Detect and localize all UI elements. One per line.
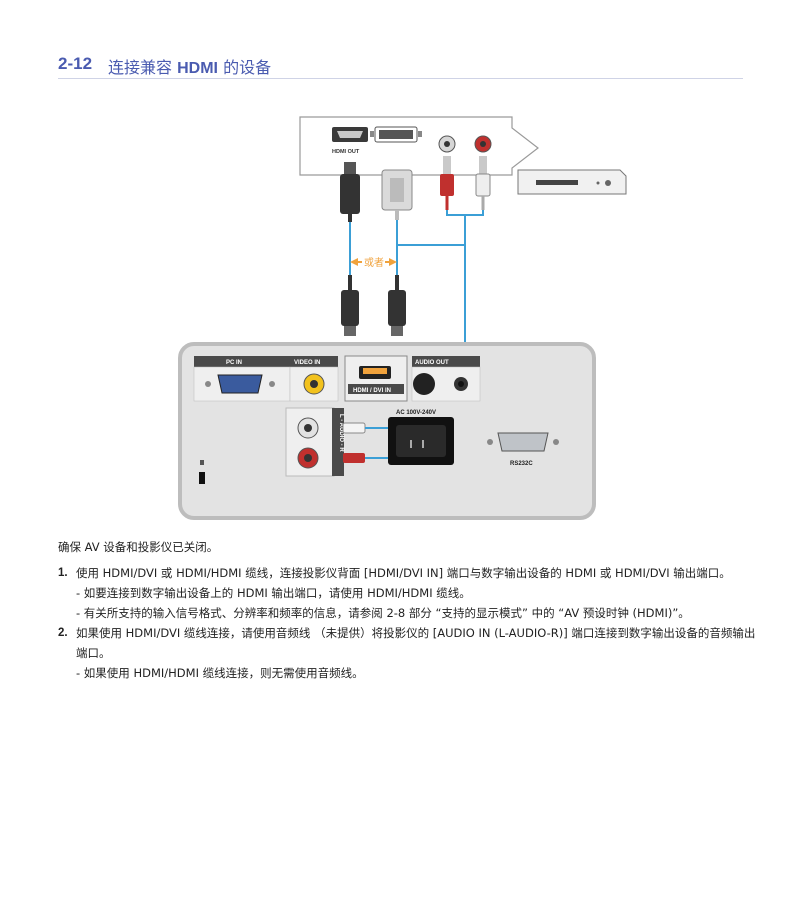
audio-plug-red xyxy=(343,453,390,463)
audio-out-knob xyxy=(413,373,435,395)
section-number: 2-12 xyxy=(58,54,93,73)
instructions: 确保 AV 设备和投影仪已关闭。 1. 使用 HDMI/DVI 或 HDMI/H… xyxy=(58,537,758,683)
rs232c-label: RS232C xyxy=(510,461,533,467)
ac-power-socket xyxy=(388,417,454,465)
intro-text: 确保 AV 设备和投影仪已关闭。 xyxy=(58,540,219,554)
svg-text:或者: 或者 xyxy=(364,257,384,269)
instruction-item-2: 2. 如果使用 HDMI/DVI 缆线连接，请使用音频线 （未提供）将投影仪的 … xyxy=(58,626,756,660)
audio-in-label: L - AUDIO - R xyxy=(338,414,344,452)
source-device-panel xyxy=(299,116,539,176)
instruction-item-1: 1. 使用 HDMI/DVI 或 HDMI/HDMI 缆线，连接投影仪背面 [H… xyxy=(58,566,731,580)
audio-in-right-port xyxy=(297,447,319,469)
hdmi-dvi-in-label: HDMI / DVI IN xyxy=(353,388,391,394)
hdmi-plug-right xyxy=(388,275,406,336)
hdmi-dvi-in-port xyxy=(359,366,391,379)
source-dvi-port xyxy=(370,126,422,143)
connection-diagram: HDMI OUT xyxy=(160,100,640,525)
source-audio-red-port xyxy=(474,135,492,153)
audio-out-label: AUDIO OUT xyxy=(415,360,449,366)
pc-in-label: PC IN xyxy=(226,360,242,366)
video-in-label: VIDEO IN xyxy=(294,360,320,366)
audio-in-left-port xyxy=(297,417,319,439)
audio-cable-white-top xyxy=(475,156,491,210)
source-hdmi-port xyxy=(332,127,368,142)
lock-slot-icon xyxy=(199,460,205,484)
source-audio-white-port xyxy=(438,135,456,153)
audio-plug-white xyxy=(342,422,390,434)
instruction-2-note-1: - 如果使用 HDMI/HDMI 缆线连接，则无需使用音频线。 xyxy=(76,666,364,680)
pc-in-vga-port xyxy=(205,374,275,394)
or-label: 或者 xyxy=(350,257,397,269)
section-title: 连接兼容 HDMI 的设备 xyxy=(108,58,272,77)
ac-power-label: AC 100V-240V xyxy=(396,410,436,416)
audio-out-port xyxy=(454,377,468,391)
av-player-device xyxy=(517,169,627,195)
instruction-1-note-2: - 有关所支持的输入信号格式、分辨率和频率的信息，请参阅 2-8 部分 “支持的… xyxy=(76,606,690,620)
section-header: 2-12 连接兼容 HDMI 的设备 xyxy=(58,52,743,79)
hdmi-plug-left xyxy=(341,275,359,336)
audio-cable-red-top xyxy=(440,156,454,210)
dvi-cable-top xyxy=(381,169,413,220)
source-hdmi-label: HDMI OUT xyxy=(332,149,360,155)
video-in-port xyxy=(303,373,325,395)
rs232c-port xyxy=(487,432,559,452)
hdmi-cable-top xyxy=(340,162,360,222)
instruction-1-note-1: - 如要连接到数字输出设备上的 HDMI 输出端口，请使用 HDMI/HDMI … xyxy=(76,586,471,600)
